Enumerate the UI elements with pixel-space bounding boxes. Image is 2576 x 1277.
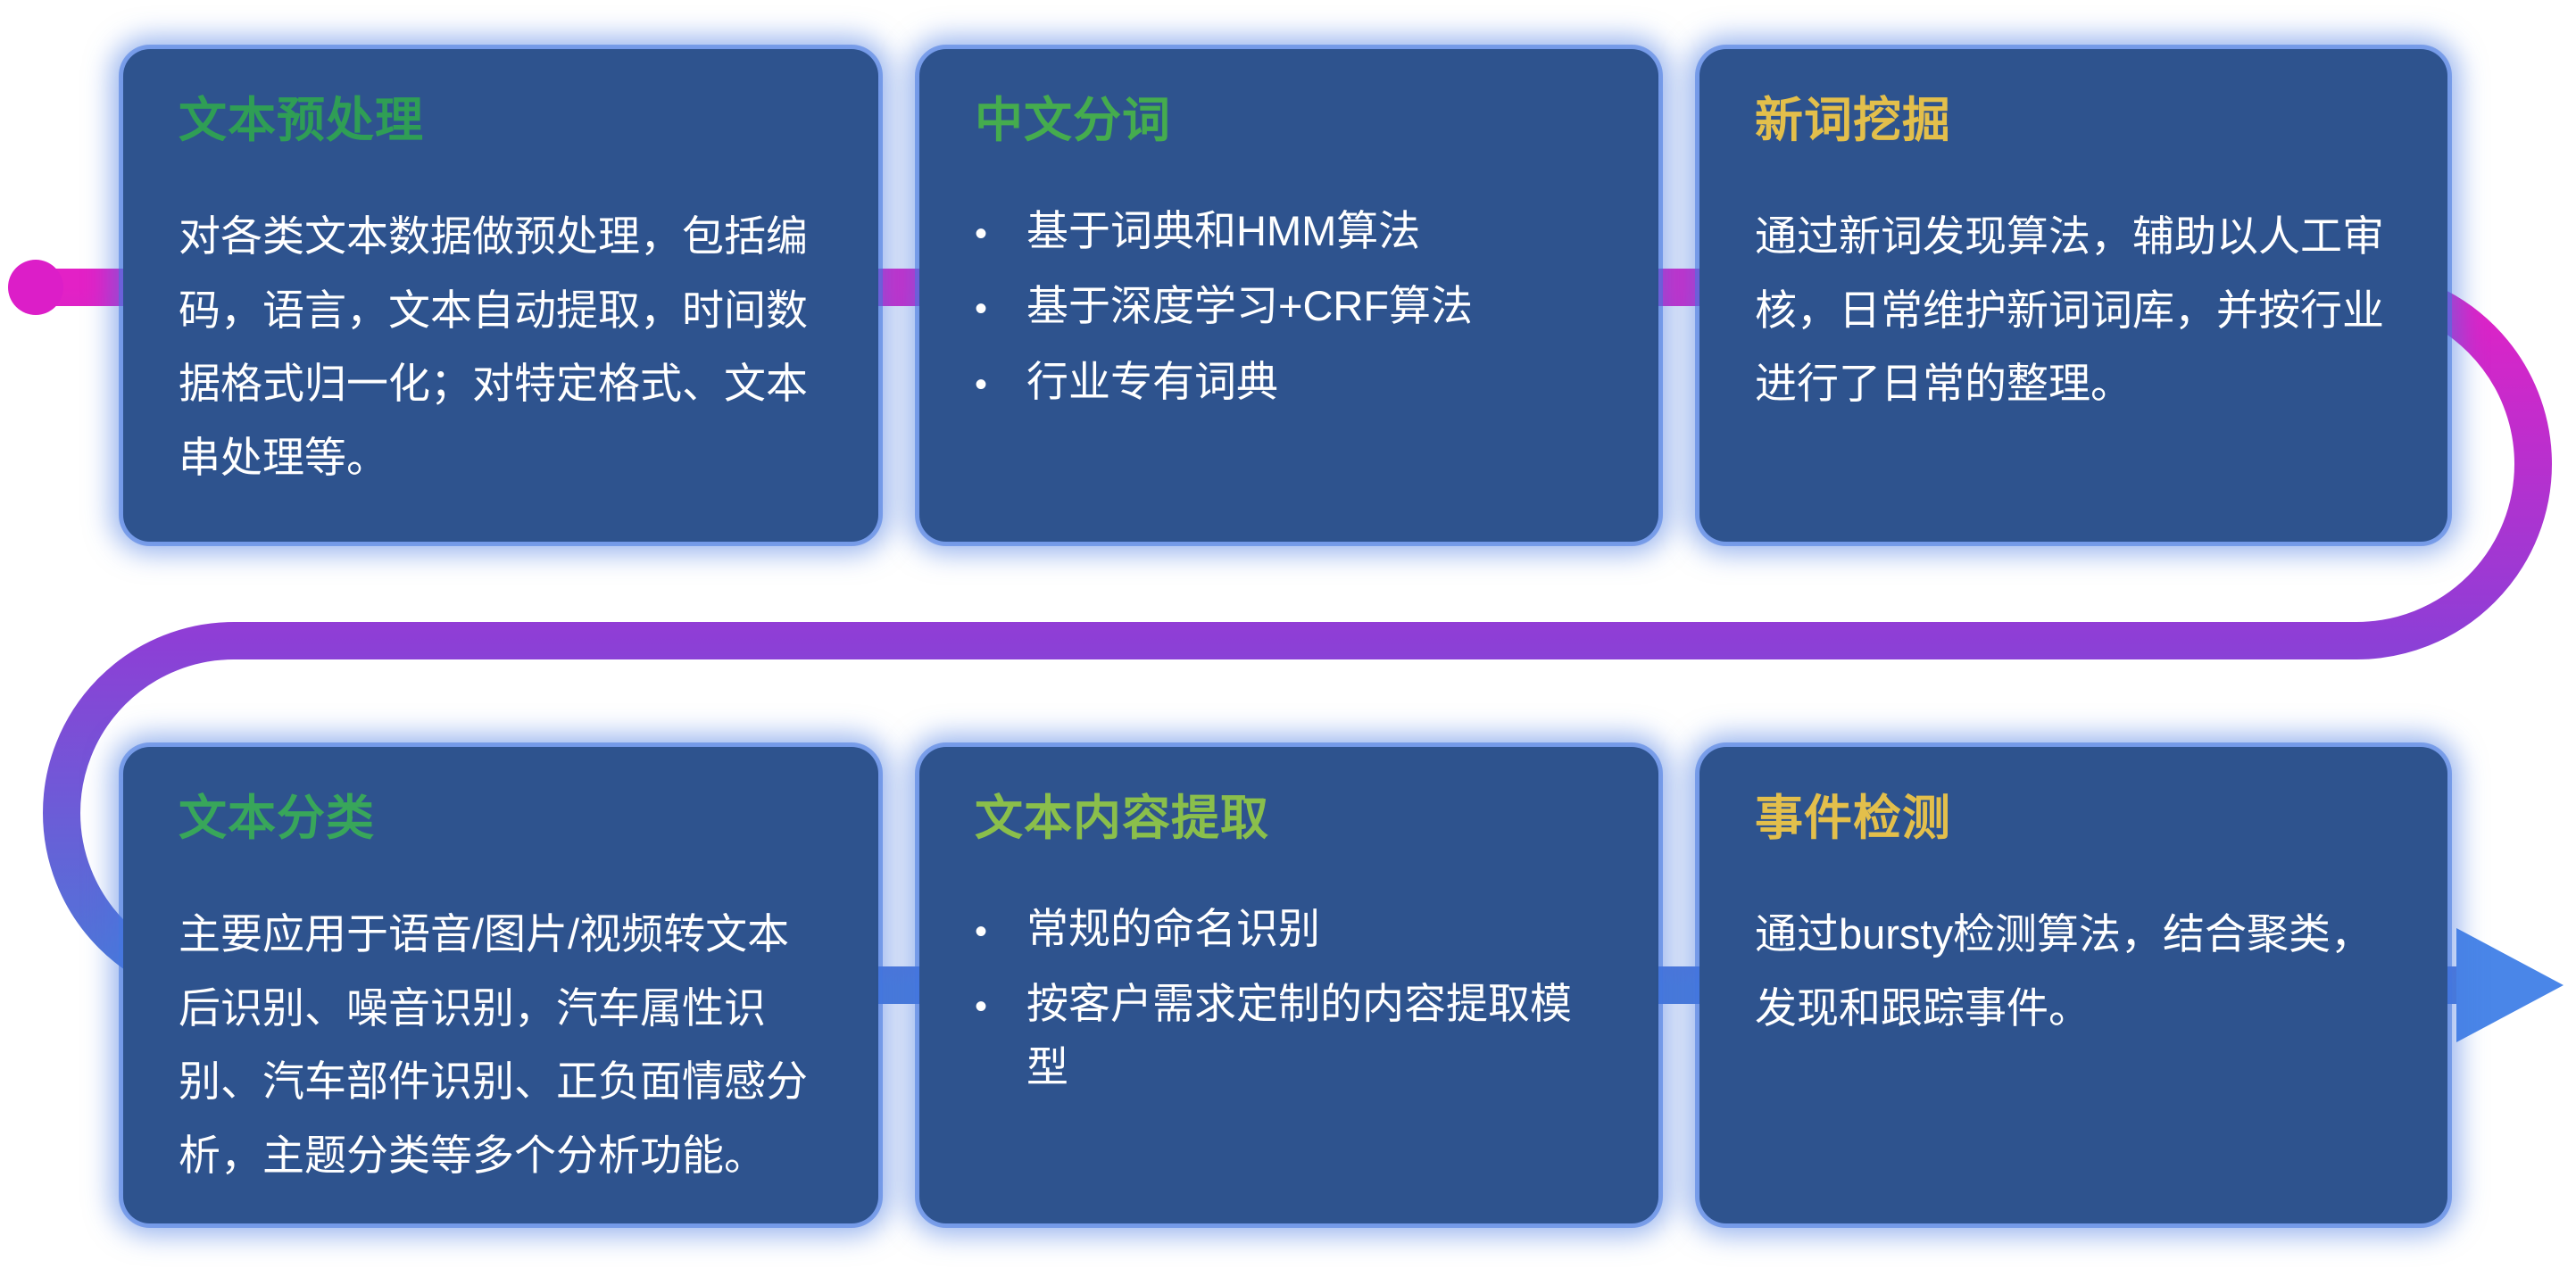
bullet-text: 基于词典和HMM算法 xyxy=(1026,206,1421,254)
pipeline-path xyxy=(36,269,2552,1004)
card-bullet-list: • 基于词典和HMM算法 • 基于深度学习+CRF算法 • 行业专有词典 xyxy=(975,200,1603,414)
list-item: • 基于词典和HMM算法 xyxy=(975,200,1603,263)
card-event-detection: 事件检测 通过bursty检测算法，结合聚类，发现和跟踪事件。 xyxy=(1699,747,2447,1223)
card-title: 文本预处理 xyxy=(179,94,424,147)
card-title: 文本内容提取 xyxy=(975,792,1269,845)
bullet-icon: • xyxy=(975,987,988,1027)
bullet-icon: • xyxy=(975,364,988,404)
card-chinese-word-segmentation: 中文分词 • 基于词典和HMM算法 • 基于深度学习+CRF算法 • 行业专有词… xyxy=(919,49,1658,542)
list-item: • 按客户需求定制的内容提取模型 xyxy=(975,973,1603,1099)
card-text-classification: 文本分类 主要应用于语音/图片/视频转文本后识别、噪音识别，汽车属性识别、汽车部… xyxy=(123,747,878,1223)
card-title: 文本分类 xyxy=(179,792,375,845)
list-item: • 基于深度学习+CRF算法 xyxy=(975,275,1603,338)
list-item: • 行业专有词典 xyxy=(975,351,1603,414)
card-bullet-list: • 常规的命名识别 • 按客户需求定制的内容提取模型 xyxy=(975,898,1603,1099)
card-text-preprocessing: 文本预处理 对各类文本数据做预处理，包括编码，语言，文本自动提取，时间数据格式归… xyxy=(123,49,878,542)
bullet-text: 常规的命名识别 xyxy=(1026,904,1320,952)
bullet-text: 按客户需求定制的内容提取模型 xyxy=(1026,980,1572,1090)
card-body: 通过新词发现算法，辅助以人工审核，日常维护新词词库，并按行业进行了日常的整理。 xyxy=(1755,211,2384,408)
card-text-content-extraction: 文本内容提取 • 常规的命名识别 • 按客户需求定制的内容提取模型 xyxy=(919,747,1658,1223)
bullet-icon: • xyxy=(975,213,988,253)
card-new-word-mining: 新词挖掘 通过新词发现算法，辅助以人工审核，日常维护新词词库，并按行业进行了日常… xyxy=(1699,49,2447,542)
bullet-icon: • xyxy=(975,911,988,951)
card-title: 新词挖掘 xyxy=(1755,94,1951,147)
bullet-text: 行业专有词典 xyxy=(1026,357,1278,405)
card-body: 主要应用于语音/图片/视频转文本后识别、噪音识别，汽车属性识别、汽车部件识别、正… xyxy=(179,909,808,1179)
card-title: 事件检测 xyxy=(1755,792,1951,845)
card-body: 通过bursty检测算法，结合聚类，发现和跟踪事件。 xyxy=(1755,909,2372,1032)
card-title: 中文分词 xyxy=(975,94,1171,147)
list-item: • 常规的命名识别 xyxy=(975,898,1603,961)
card-body: 对各类文本数据做预处理，包括编码，语言，文本自动提取，时间数据格式归一化；对特定… xyxy=(179,211,808,481)
pipeline-end-arrow-icon xyxy=(2456,928,2564,1042)
bullet-icon: • xyxy=(975,289,988,329)
pipeline-start-dot-icon xyxy=(8,260,63,315)
bullet-text: 基于深度学习+CRF算法 xyxy=(1026,282,1474,330)
